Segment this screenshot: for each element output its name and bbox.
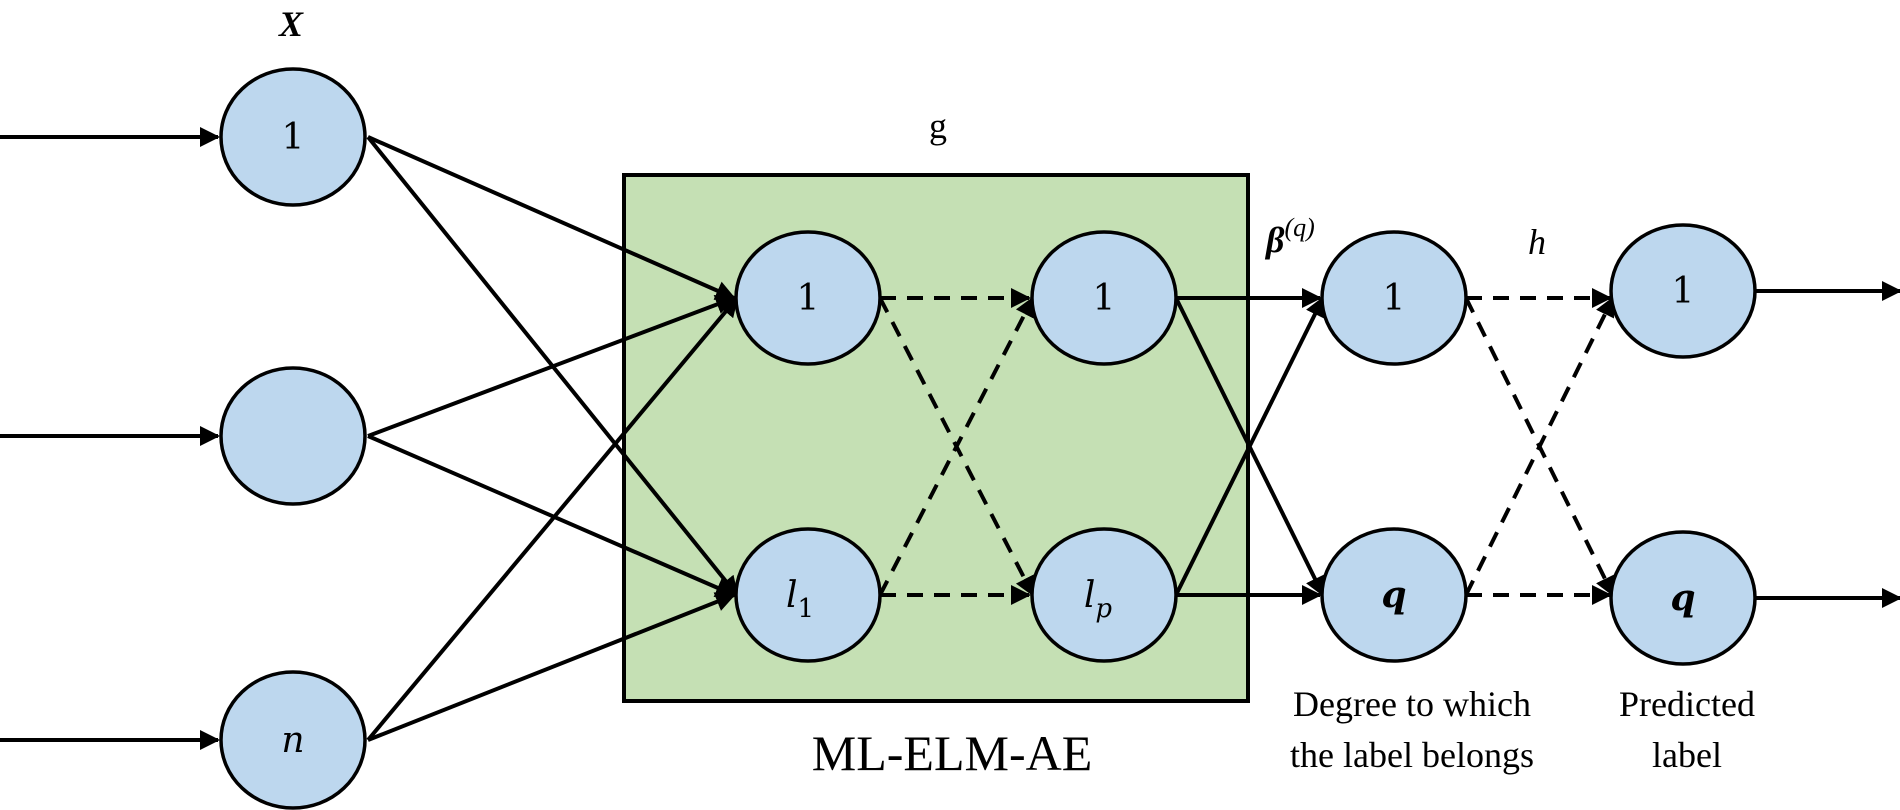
predicted-node-bottom-label: q	[1670, 577, 1695, 619]
input-variable-label: X	[278, 4, 304, 44]
hidden2-node-bottom: lp	[1030, 527, 1178, 663]
hidden2-node-bottom-sub: p	[1095, 594, 1112, 624]
edge-in2-h1bottom	[367, 434, 736, 597]
edge-h1bottom-h2top	[878, 296, 1035, 596]
edge-h2bottom-degtop	[1174, 296, 1325, 596]
input-node-2	[219, 366, 367, 506]
predicted-node-top-label: 1	[1672, 271, 1695, 312]
degree-node-bottom: q	[1320, 527, 1468, 663]
edge-inn-h1bottom	[367, 592, 736, 742]
hidden2-node-top: 1	[1030, 230, 1178, 366]
degree-node-top: 1	[1320, 230, 1468, 366]
hidden1-node-bottom-base: l	[786, 575, 798, 616]
edge-degbottom-predtop	[1464, 296, 1615, 596]
input-node-1-label: 1	[282, 117, 305, 158]
degree-node-bottom-label: q	[1381, 574, 1406, 616]
hidden1-node-top: 1	[734, 230, 882, 366]
encoder-function-label: g	[929, 106, 947, 146]
input-node-n-label: n	[281, 720, 304, 761]
degree-caption-line2: the label belongs	[1290, 735, 1534, 775]
decoder-function-label: h	[1528, 222, 1546, 262]
hidden1-node-bottom-label: l1	[786, 575, 814, 624]
box-title: ML-ELM-AE	[812, 725, 1093, 781]
beta-superscript: (q)	[1284, 213, 1314, 242]
input-node-1: 1	[219, 67, 367, 207]
predicted-caption-line1: Predicted	[1619, 684, 1755, 724]
beta-symbol: β	[1264, 220, 1285, 260]
hidden1-node-bottom-sub: 1	[797, 594, 814, 624]
edge-in2-h1top	[367, 294, 736, 438]
edge-in1-h1top	[367, 135, 736, 300]
predicted-caption-line2: label	[1652, 735, 1722, 775]
hidden1-node-bottom: l1	[734, 527, 882, 663]
hidden2-node-bottom-label: lp	[1084, 575, 1113, 624]
hidden1-node-top-label: 1	[797, 278, 820, 319]
predicted-node-bottom: q	[1609, 530, 1757, 666]
degree-caption-line1: Degree to which	[1293, 684, 1531, 724]
hidden2-node-top-label: 1	[1093, 278, 1116, 319]
input-node-n: n	[219, 670, 367, 810]
edge-inn-h1top	[366, 296, 739, 742]
hidden2-node-bottom-base: l	[1084, 575, 1096, 616]
beta-label: β(q)	[1264, 213, 1315, 260]
predicted-node-top: 1	[1609, 223, 1757, 359]
degree-node-top-label: 1	[1383, 278, 1406, 319]
